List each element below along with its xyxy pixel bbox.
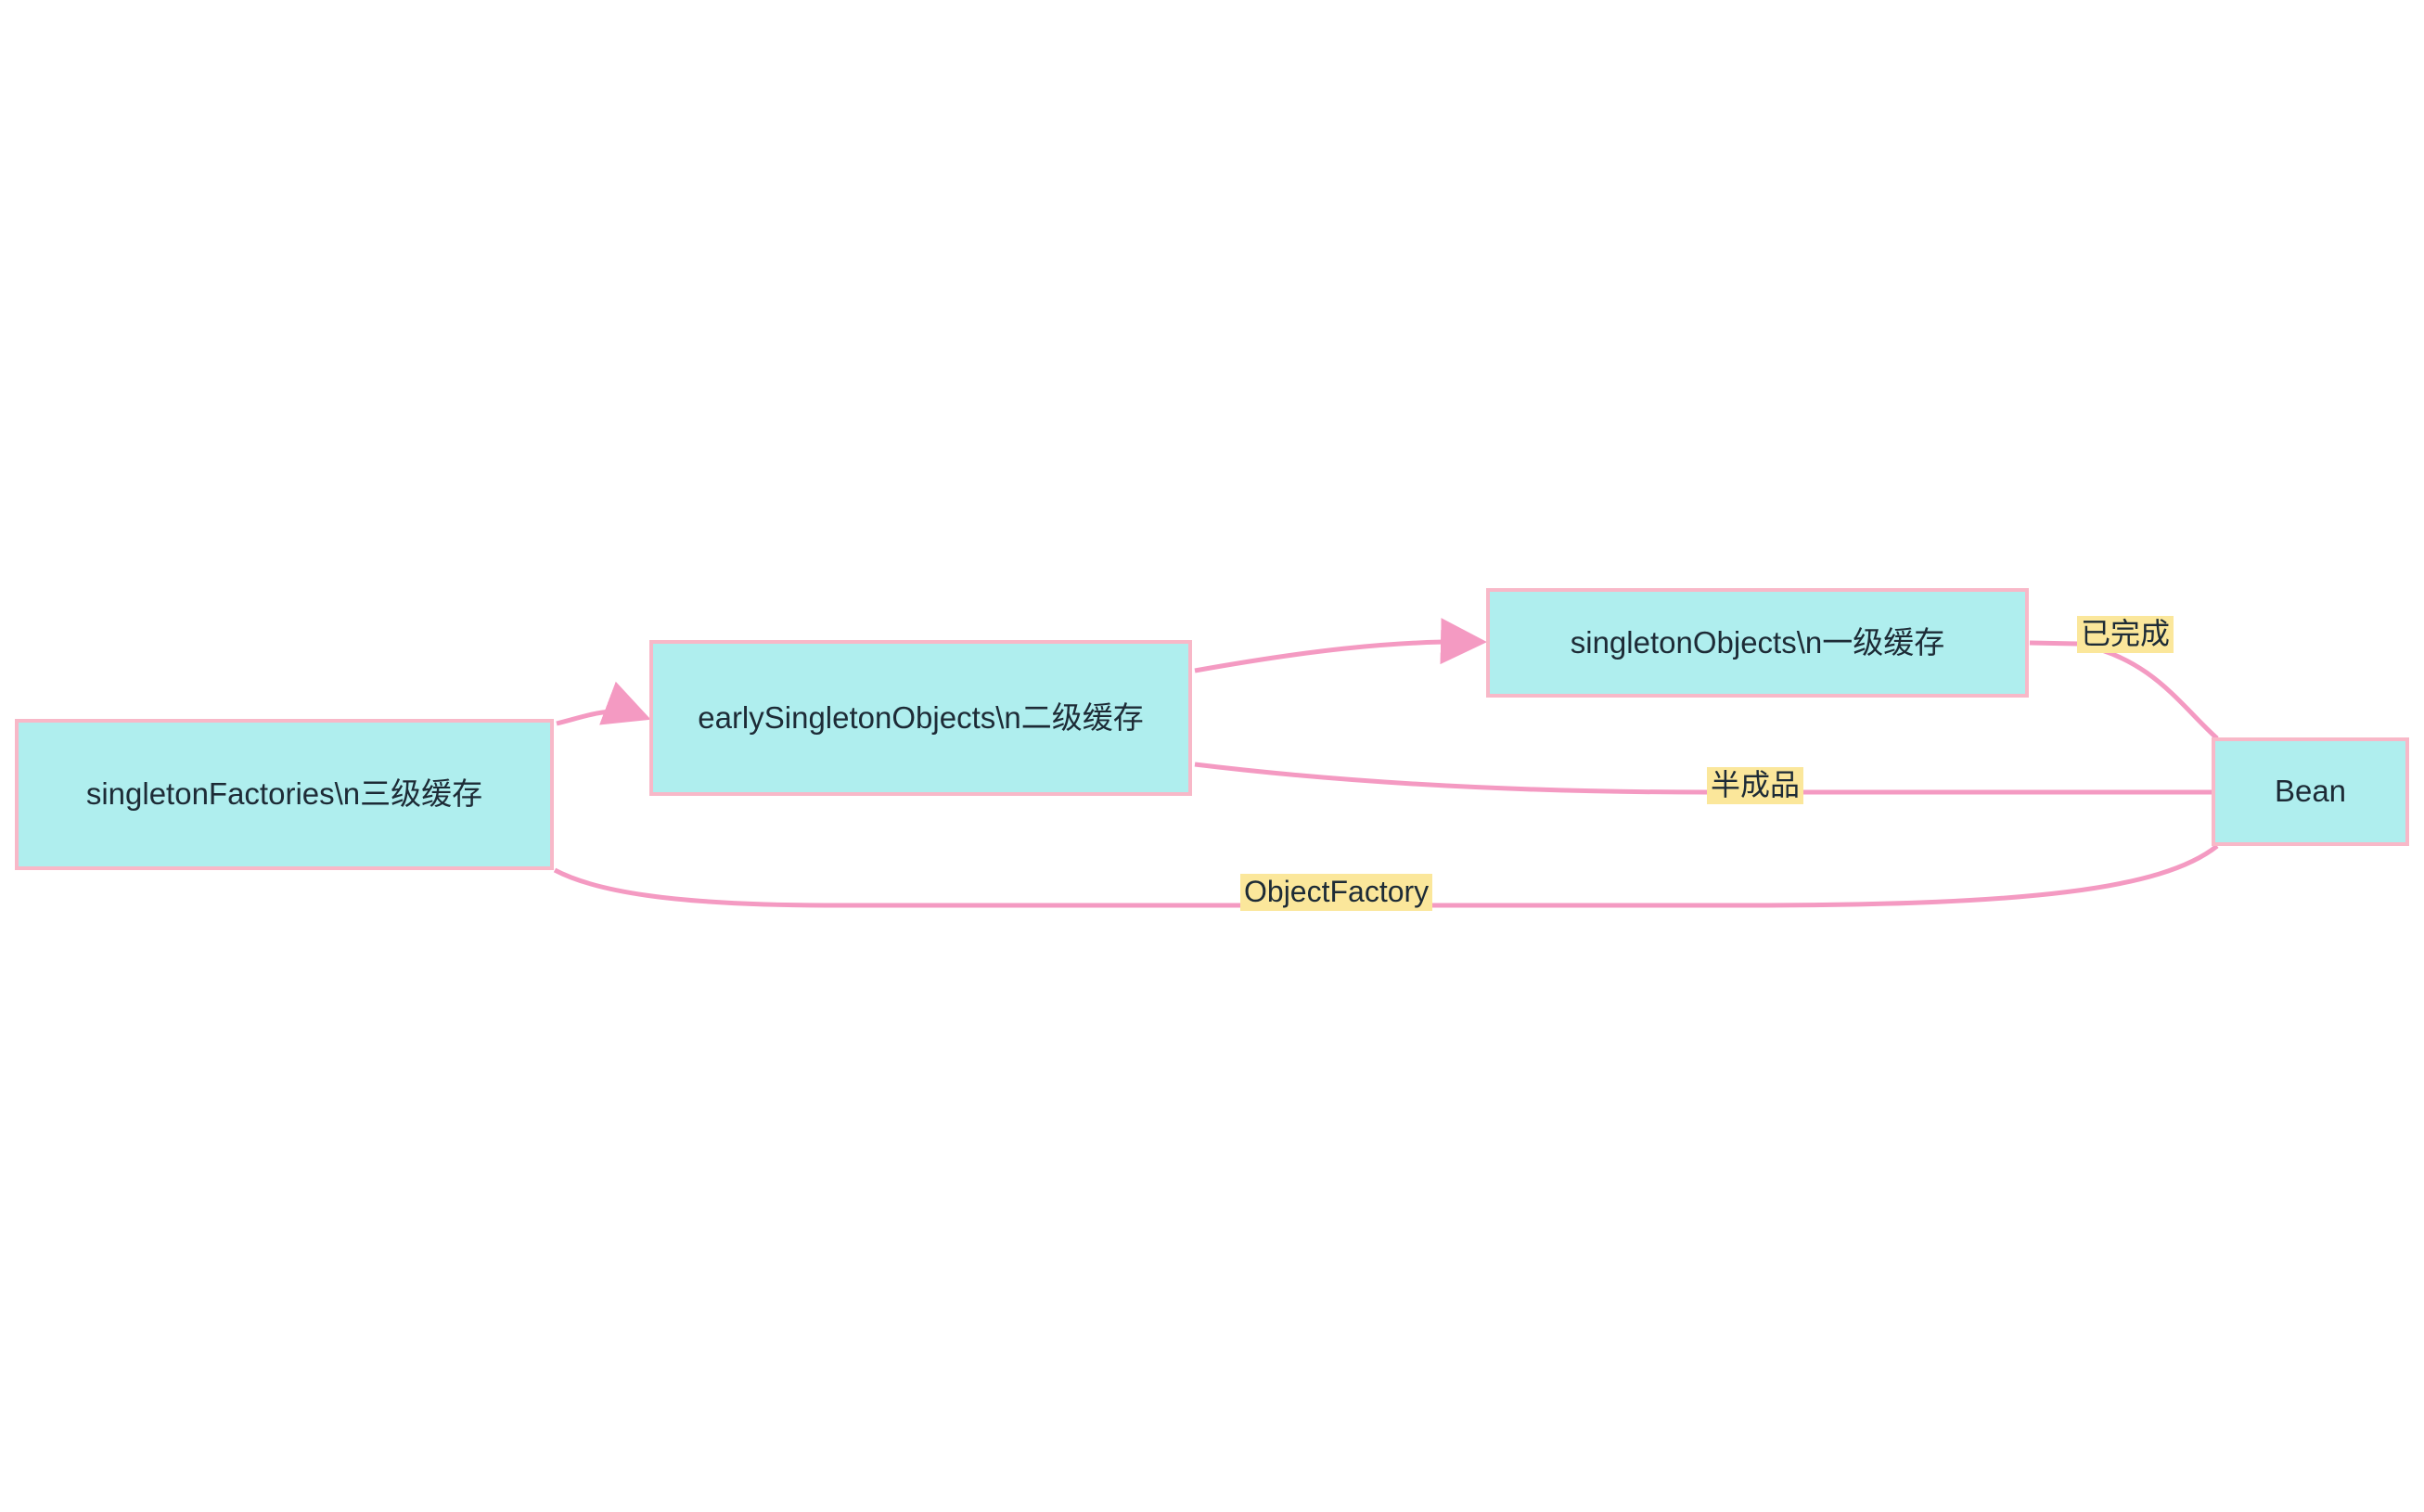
edge-bean-to-singleton (2029, 640, 2219, 740)
node-early-singleton-objects[interactable]: earlySingletonObjects\n二级缓存 (649, 640, 1192, 796)
node-bean[interactable]: Bean (2212, 737, 2409, 846)
node-label-singleton-objects: singletonObjects\n一级缓存 (1570, 624, 1945, 660)
node-singleton-objects[interactable]: singletonObjects\n一级缓存 (1486, 588, 2029, 698)
node-singleton-factories[interactable]: singletonFactories\n三级缓存 (15, 719, 554, 870)
node-label-early-singleton-objects: earlySingletonObjects\n二级缓存 (698, 699, 1144, 735)
edge-label-completed: 已完成 (2077, 616, 2174, 653)
edge-early-to-singleton (1194, 618, 1487, 673)
node-label-bean: Bean (2274, 774, 2347, 809)
edge-bean-to-early (1194, 762, 2212, 795)
edge-label-object-factory: ObjectFactory (1240, 874, 1433, 911)
edge-factories-to-early (556, 681, 651, 726)
edge-label-half-finished: 半成品 (1707, 767, 1804, 804)
node-label-singleton-factories: singletonFactories\n三级缓存 (85, 776, 483, 812)
